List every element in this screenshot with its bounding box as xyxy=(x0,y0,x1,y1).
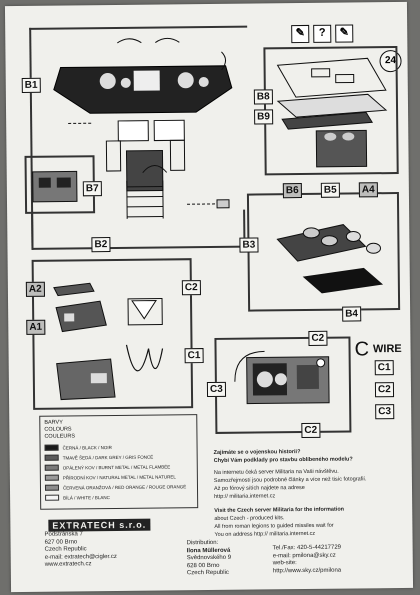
part-label: C2 xyxy=(301,422,321,439)
colour-swatch xyxy=(44,484,60,491)
info-line: Visit the Czech server Militaria for the… xyxy=(214,506,345,514)
colour-row: BÍLÁ / WHITE / BLANC xyxy=(45,494,110,501)
colour-row: ČERNÁ / BLACK / NOIR xyxy=(44,444,112,451)
b7-drawing xyxy=(32,170,78,203)
info-line: http:// militaria.internet.cz xyxy=(214,493,276,500)
info-line: Zajímáte se o vojenskou historii? xyxy=(213,449,301,456)
part-label: B2 xyxy=(91,237,111,253)
question-icon: ? xyxy=(313,24,332,43)
info-line: You on address http:// militaria.interne… xyxy=(214,530,316,538)
colour-swatch xyxy=(45,494,60,501)
part-label: B9 xyxy=(254,109,273,125)
wire-title: WIRE xyxy=(372,342,402,356)
info-line: about Czech - produced kits. xyxy=(214,515,285,522)
part-label: C2 xyxy=(181,280,201,296)
part-label: B7 xyxy=(82,181,102,197)
info-line: Až po fórový sítích najdete na adrese xyxy=(213,485,305,492)
part-label: B5 xyxy=(320,182,340,198)
instruction-sheet: 24 ✎ ? ✎ B1 B7 xyxy=(4,1,414,593)
part-label: B3 xyxy=(239,237,259,253)
dashboard-drawing xyxy=(53,37,233,219)
info-line: All from roman legions to guided missile… xyxy=(214,522,334,530)
part-label: C2 xyxy=(308,330,328,346)
panel-b2 xyxy=(31,209,246,250)
info-line: Na internetu čeká server Militaria na Va… xyxy=(213,468,339,476)
part-label: A4 xyxy=(358,182,378,198)
part-label: A1 xyxy=(26,319,46,335)
info-line: Samozřejmostí jsou podrobné články a víc… xyxy=(213,476,367,484)
wire-part: C3 xyxy=(375,404,395,420)
part-label: C3 xyxy=(206,381,226,398)
c-drawing xyxy=(234,350,330,405)
colour-swatch xyxy=(44,444,59,451)
colours-table: BARVY COLOURS COULEURS ČERNÁ / BLACK / N… xyxy=(39,414,199,510)
b3-drawing xyxy=(276,224,384,294)
distribution-address: Distribution: Ilona Müllerová Svědnovské… xyxy=(186,539,232,577)
colour-row: ČERVENÁ ORANŽOVÁ / RED ORANGE / ROUGE OR… xyxy=(44,483,186,491)
a1-a2-drawing xyxy=(53,282,164,401)
colour-swatch xyxy=(44,454,59,461)
paint-icon: ✎ xyxy=(335,24,354,43)
extratech-address: Podstránská 7 627 00 Brno Czech Republic… xyxy=(44,531,117,568)
colour-row: TMAVĚ ŠEDÁ / DARK GREY / GRIS FONCÉ xyxy=(44,454,154,461)
part-label: C1 xyxy=(184,348,204,364)
part-label: B4 xyxy=(342,306,362,322)
colour-row: OPÁLENÝ KOV / BURNT METAL / METAL FLAMBÉ… xyxy=(44,463,171,471)
colours-header: BARVY COLOURS COULEURS xyxy=(44,419,76,440)
part-label: B6 xyxy=(282,183,302,199)
extratech-logo: EXTRATECH s.r.o. xyxy=(48,514,178,532)
wire-letter: C xyxy=(354,338,370,361)
part-label: B1 xyxy=(21,77,41,93)
b8-b9-drawing xyxy=(276,57,388,168)
part-label: B8 xyxy=(253,89,273,105)
paint-icon: ✎ xyxy=(291,24,310,44)
colour-row: PŘÍRODNÍ KOV / NATURAL METAL / METAL NAT… xyxy=(44,473,176,481)
colour-swatch xyxy=(44,474,59,481)
info-line: Chybí Vám podklady pro stavbu oblíbeného… xyxy=(213,456,353,464)
contact-info: Tel./Fax: 420-5-44217729 e-mail: pmilona… xyxy=(272,544,342,574)
colour-swatch xyxy=(44,464,59,471)
wire-part: C2 xyxy=(374,382,394,398)
wire-part: C1 xyxy=(374,360,394,376)
part-label: A2 xyxy=(25,281,45,297)
